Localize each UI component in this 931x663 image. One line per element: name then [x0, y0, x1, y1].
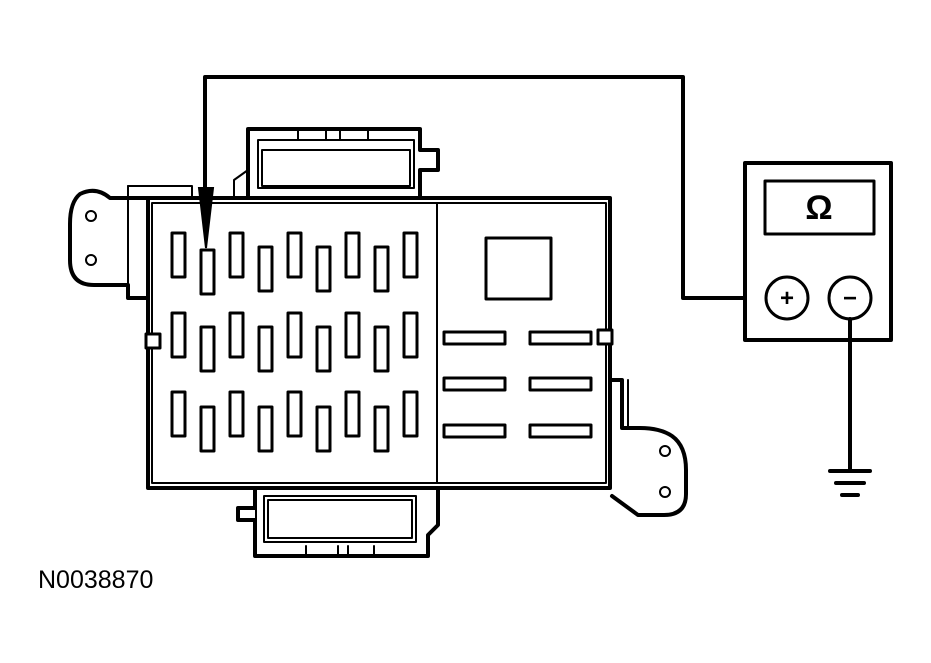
ground-symbol-icon [828, 469, 872, 497]
fuse-slot [315, 245, 332, 293]
meter-display-symbol: Ω [805, 189, 832, 227]
relay-block [442, 236, 593, 439]
fuse-slot [286, 231, 303, 279]
fuse-slot [344, 390, 361, 438]
fuse-slot [170, 231, 187, 279]
bottom-connector [236, 486, 440, 558]
relay-slot [528, 330, 593, 346]
relay-slot [528, 376, 593, 392]
fuse-slot [373, 245, 390, 293]
relay-slot [528, 423, 593, 439]
fuse-slots [170, 231, 419, 453]
fuse-slot [257, 245, 274, 293]
test-probe-icon [197, 187, 215, 249]
positive-terminal-symbol: + [780, 285, 794, 312]
negative-terminal-symbol: − [843, 285, 857, 312]
fuse-slot [228, 311, 245, 359]
top-connector [233, 127, 440, 200]
fuse-slot [286, 311, 303, 359]
fuse-slot [402, 390, 419, 438]
fuse-slot [170, 311, 187, 359]
fuse-junction-box-icon [68, 127, 688, 558]
fuse-slot [373, 405, 390, 453]
fuse-slot [228, 231, 245, 279]
right-mounting-bracket [610, 378, 688, 517]
fuse-slot [257, 325, 274, 373]
fuse-slot [199, 405, 216, 453]
fuse-slot [402, 311, 419, 359]
test-lead-wire [203, 75, 768, 300]
ohmmeter-icon: Ω + − [743, 161, 893, 342]
fuse-slot [199, 248, 216, 296]
fuse-slot [170, 390, 187, 438]
fuse-slot [373, 325, 390, 373]
fuse-slot [402, 231, 419, 279]
relay-slot [442, 330, 507, 346]
fuse-slot [344, 231, 361, 279]
fuse-slot [315, 325, 332, 373]
meter-display [763, 179, 876, 236]
relay-slot [442, 423, 507, 439]
relay-slot [442, 376, 507, 392]
fuse-slot [228, 390, 245, 438]
positive-terminal [764, 275, 810, 321]
fuse-slot [257, 405, 274, 453]
fuse-slot [315, 405, 332, 453]
left-mounting-bracket [68, 185, 193, 300]
fuse-slot [344, 311, 361, 359]
fuse-slot [199, 325, 216, 373]
fuse-slot [286, 390, 303, 438]
figure-id-label: N0038870 [38, 566, 153, 594]
